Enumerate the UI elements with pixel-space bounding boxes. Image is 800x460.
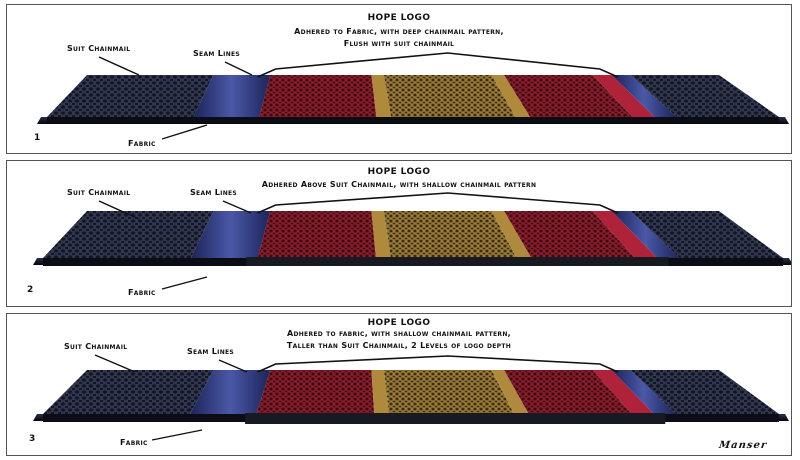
strip-front-edge	[47, 117, 779, 123]
logo-gold-edge-left	[371, 211, 391, 258]
suit-chainmail-left	[43, 370, 214, 414]
diagram-panel-1: HOPE LOGO Adhered to Fabric, with deep c…	[6, 4, 792, 154]
panel-number: 3	[29, 434, 36, 444]
logo-red-edge	[592, 370, 654, 414]
logo-gold-edge-right	[491, 370, 529, 414]
logo-gold-edge-left	[371, 370, 389, 414]
logo-gold-edge-right	[491, 75, 531, 117]
logo-red-band-right	[504, 211, 635, 258]
panel-title: HOPE LOGO	[367, 13, 431, 23]
suit-chainmail-right	[630, 75, 779, 117]
panel-title: HOPE LOGO	[367, 318, 431, 328]
seam-lines-right	[611, 370, 676, 414]
seam-lines	[191, 211, 271, 258]
panel-description-line-1: Adhered Above Suit Chainmail, with shall…	[261, 180, 537, 189]
logo-gold-edge-right	[491, 211, 532, 258]
logo-red-edge	[592, 75, 655, 117]
suit-chainmail-right	[630, 370, 779, 414]
seam-lines-leader	[222, 200, 252, 214]
panel-description-line-1: Adhered to fabric, with shallow chainmai…	[286, 329, 512, 338]
artist-signature: Manser	[718, 440, 768, 451]
logo-red-band-left	[257, 211, 376, 258]
fabric-label: Fabric	[128, 139, 156, 148]
seam-lines-label: Seam Lines	[193, 49, 241, 58]
suit-chainmail-leader	[94, 354, 136, 373]
seam-lines	[193, 75, 271, 117]
seam-lines-label: Seam Lines	[187, 347, 235, 356]
seam-lines-leader	[224, 61, 253, 76]
logo-gold-band	[384, 75, 516, 117]
panel-number: 1	[34, 133, 41, 143]
suit-chainmail-leader	[98, 56, 140, 76]
logo-gold-band	[384, 370, 515, 414]
logo-bracket-line	[257, 355, 619, 373]
suit-chainmail-label: Suit Chainmail	[64, 342, 128, 351]
panel-3-scene	[33, 354, 789, 441]
suit-chainmail-left	[43, 211, 214, 258]
logo-red-band-right	[504, 370, 632, 414]
logo-red-band-right	[504, 75, 633, 117]
logo-bracket-line	[257, 52, 619, 78]
suit-chainmail-label: Suit Chainmail	[67, 44, 131, 53]
logo-red-edge	[592, 211, 658, 258]
logo-bracket-line	[257, 192, 619, 214]
panel-description-line-2: Taller than Suit Chainmail, 2 Levels of …	[286, 341, 512, 350]
suit-chainmail-right	[630, 211, 783, 258]
seam-lines-label: Seam Lines	[190, 188, 238, 197]
fabric-leader	[151, 429, 203, 441]
suit-chainmail-label: Suit Chainmail	[67, 188, 131, 197]
fabric-leader	[161, 276, 208, 290]
panel-title: HOPE LOGO	[367, 167, 431, 177]
panel-description-line-2: Flush with suit chainmail	[343, 39, 455, 48]
logo-red-band-left	[256, 370, 375, 414]
logo-raised-base	[245, 413, 666, 424]
seam-lines-leader	[218, 359, 248, 373]
logo-red-band-left	[259, 75, 377, 117]
panel-number: 2	[27, 285, 34, 295]
seam-lines-right	[611, 211, 680, 258]
fabric-label: Fabric	[128, 288, 156, 297]
fabric-label: Fabric	[120, 438, 148, 447]
diagram-panel-2: HOPE LOGO Adhered Above Suit Chainmail, …	[6, 160, 792, 307]
panel-1-scene	[37, 52, 789, 140]
suit-chainmail-leader	[98, 200, 140, 220]
seam-lines-right	[611, 75, 677, 117]
logo-raised-base	[246, 257, 669, 266]
panel-2-scene	[33, 192, 791, 290]
logo-gold-edge-left	[371, 75, 392, 117]
suit-chainmail-left	[47, 75, 214, 117]
fabric-leader	[161, 124, 208, 140]
diagram-panel-3: HOPE LOGO Adhered to fabric, with shallo…	[6, 313, 792, 456]
panel-description-line-1: Adhered to Fabric, with deep chainmail p…	[294, 27, 504, 36]
logo-gold-band	[384, 211, 517, 258]
seam-lines	[190, 370, 271, 414]
